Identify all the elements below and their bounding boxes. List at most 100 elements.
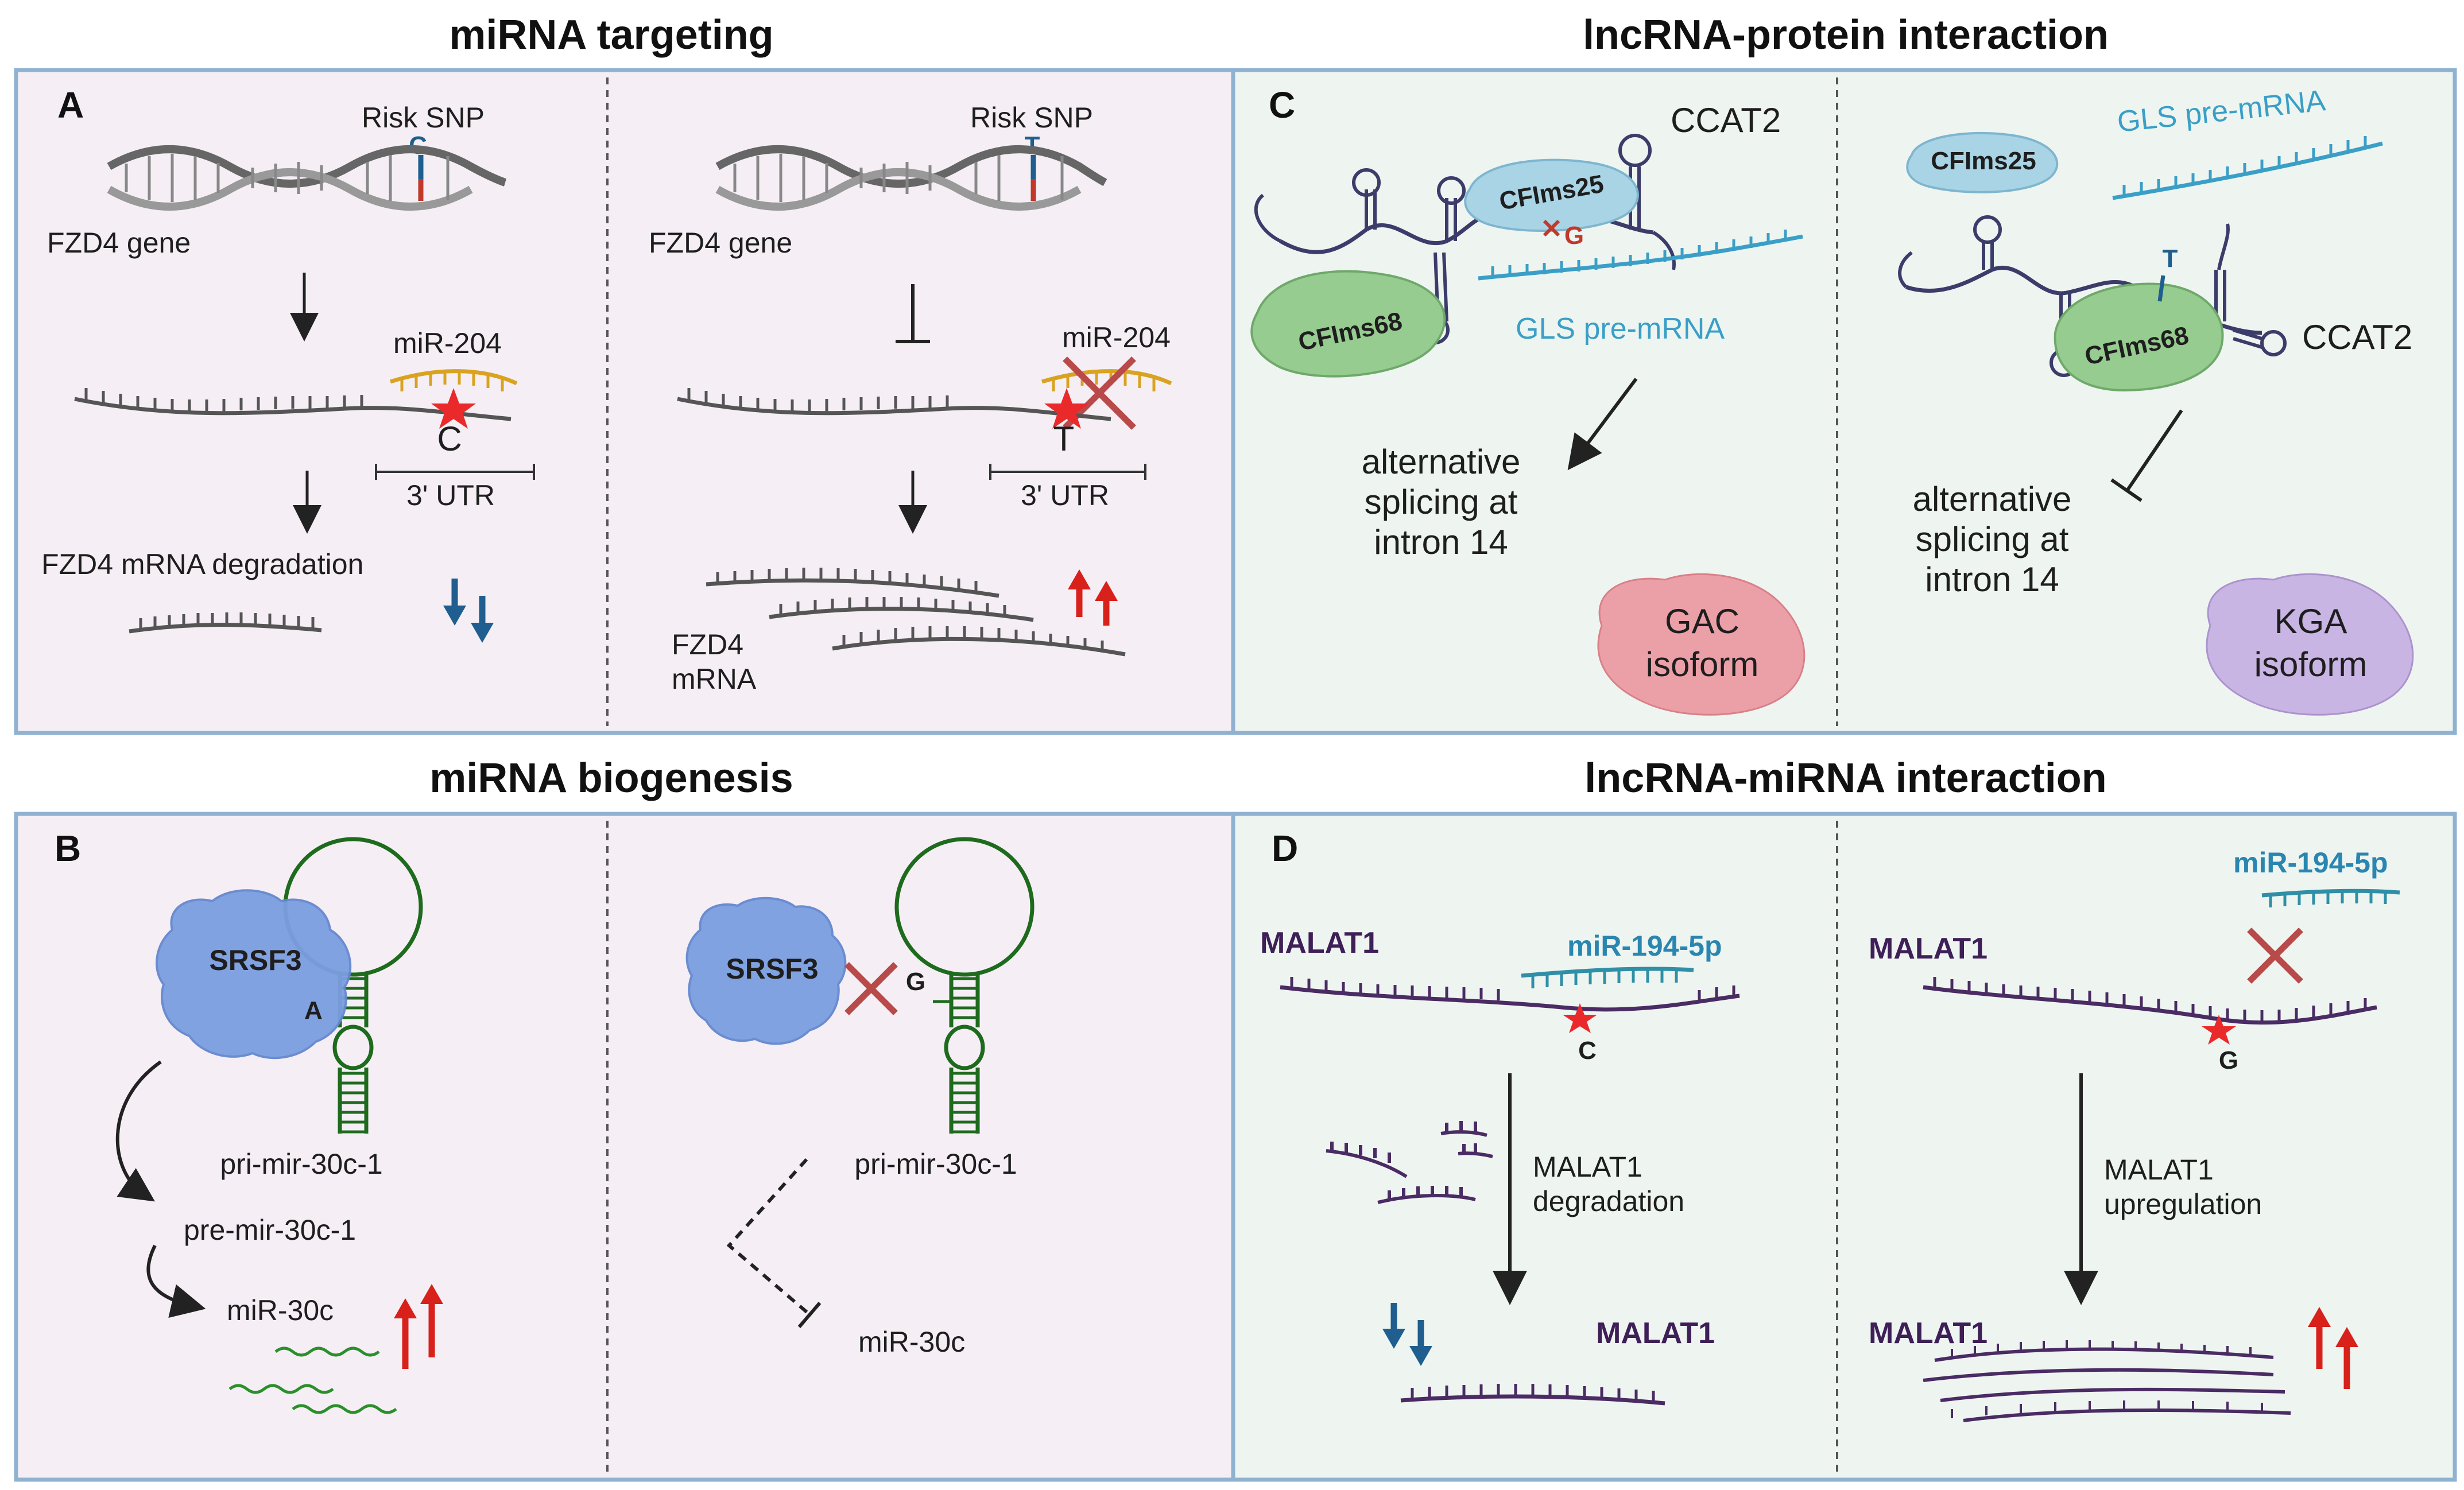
ccat2-label: CCAT2	[2302, 318, 2412, 356]
allele-letter: A	[304, 996, 323, 1025]
splicing-label: intron 14	[1374, 523, 1508, 561]
process-label: upregulation	[2104, 1188, 2262, 1220]
process-label: degradation	[1533, 1185, 1684, 1217]
mirna-strand	[1041, 369, 1172, 386]
gac-isoform-blob	[1597, 573, 1806, 716]
gac-isoform-label: GAC	[1665, 602, 1739, 641]
mirna-ticks	[400, 372, 504, 391]
panel-b-left: SRSF3 A pri-mir-30c-1 pre-mir-30c-1 miR-…	[115, 837, 443, 1414]
site-allele-label: T	[1053, 420, 1075, 458]
kga-isoform-label: KGA	[2275, 602, 2347, 641]
process-label: MALAT1	[2104, 1154, 2214, 1186]
fzd4-gene-label: FZD4 gene	[649, 227, 792, 259]
panel-letter-a: A	[57, 84, 84, 126]
gls-pre-mrna-label: GLS pre-mRNA	[1516, 312, 1725, 346]
snp-star-icon	[2202, 1015, 2236, 1045]
utr-bracket	[375, 464, 535, 480]
degraded-fragments	[1326, 1121, 1493, 1204]
gls-pre-mrna-ticks	[2122, 136, 2367, 196]
gls-pre-mrna	[1478, 234, 1803, 281]
mirna-strand	[1521, 967, 1694, 978]
title-mirna-biogenesis: miRNA biogenesis	[429, 755, 793, 801]
srsf3-protein	[156, 889, 352, 1060]
panel-letter-b: B	[55, 828, 81, 869]
down-arrows-icon	[443, 579, 494, 643]
fzd4-mrna-copies	[706, 568, 1126, 657]
snp-marker	[2157, 275, 2165, 302]
allele-letter: T	[2163, 245, 2178, 273]
panel-c-left: CCAT2 CFIms25 G CFIms68 GLS pre-mRNA alt…	[1250, 101, 1806, 716]
arrow-splicing	[1567, 378, 1638, 471]
kga-isoform-label: isoform	[2254, 645, 2368, 684]
panel-b-right: SRSF3 G pri-mir-30c-1 miR-30c	[685, 837, 1035, 1358]
malat1-label: MALAT1	[1869, 932, 1988, 965]
srsf3-label: SRSF3	[726, 953, 818, 985]
inhibition-icon	[896, 284, 930, 343]
snp-star-icon	[1563, 1003, 1597, 1033]
panel-d-box	[1231, 812, 2457, 1482]
mirna-label: miR-194-5p	[1567, 930, 1722, 962]
up-arrows-icon	[2308, 1307, 2358, 1389]
allele-letter: C	[1578, 1037, 1597, 1065]
malat1-label: MALAT1	[1260, 926, 1379, 960]
snp-star-icon	[431, 388, 476, 429]
malat1-copies	[1923, 1347, 2291, 1422]
ccat2-label: CCAT2	[1671, 101, 1781, 139]
hairpin-rungs	[340, 977, 366, 1134]
cfims25-label: CFIms25	[1931, 147, 2036, 175]
hairpin-rungs	[951, 977, 978, 1134]
arrow-curved	[146, 1244, 206, 1318]
block-cross-icon	[844, 962, 898, 1015]
panel-d-left: MALAT1 miR-194-5p C MALAT1 degradation M…	[1260, 926, 1740, 1406]
title-mirna-targeting: miRNA targeting	[449, 12, 773, 58]
mature-mirna-label: miR-30c	[858, 1326, 965, 1358]
panel-c-right: CFIms25 GLS pre-mRNA CFIms68 T CCAT2 alt…	[1898, 84, 2414, 716]
title-lncrna-protein: lncRNA-protein interaction	[1583, 12, 2109, 58]
gac-isoform-label: isoform	[1646, 645, 1759, 684]
up-arrows-icon	[394, 1284, 443, 1369]
pri-mirna-label: pri-mir-30c-1	[220, 1148, 382, 1180]
gls-pre-mrna-ticks	[1491, 230, 1787, 278]
title-lncrna-mirna: lncRNA-miRNA interaction	[1584, 755, 2106, 801]
up-arrows-icon	[1068, 569, 1118, 626]
inhibition-bar	[797, 1302, 822, 1328]
splicing-label: splicing at	[1916, 520, 2069, 558]
cfims25-protein	[1464, 158, 1639, 232]
splicing-label: alternative	[1362, 443, 1521, 481]
kga-isoform-blob	[2206, 573, 2414, 716]
cfims68-protein	[1250, 270, 1446, 378]
panel-d-right: miR-194-5p MALAT1 G MALAT1 upregulation …	[1869, 847, 2400, 1422]
panel-a-left: Risk SNP C FZD4 gene miR-204 C 3' UTR FZ…	[41, 102, 535, 643]
down-arrows-icon	[1382, 1303, 1432, 1366]
mirna-label: miR-194-5p	[2233, 847, 2388, 879]
process-label: MALAT1	[1533, 1151, 1642, 1183]
dna-helix-icon	[107, 145, 507, 211]
mirna-strand	[389, 369, 518, 386]
panel-letter-d: D	[1272, 828, 1298, 869]
fzd4-gene-label: FZD4 gene	[47, 227, 191, 259]
allele-letter: G	[906, 968, 925, 996]
malat1-result-label: MALAT1	[1596, 1317, 1715, 1350]
malat1-strand	[1400, 1394, 1665, 1406]
srsf3-protein	[685, 897, 847, 1045]
allele-cross-icon	[1543, 219, 1560, 237]
malat1-ticks	[1933, 977, 2367, 1022]
panel-a-right: Risk SNP T FZD4 gene miR-204 T 3' UTR	[649, 102, 1172, 695]
mature-mirna-label: miR-30c	[227, 1294, 334, 1326]
utr-bracket	[989, 464, 1146, 480]
malat1-result-label: MALAT1	[1869, 1317, 1988, 1350]
risk-snp-label: Risk SNP	[970, 102, 1093, 134]
cfims68-protein	[2054, 282, 2224, 392]
degraded-mrna	[129, 622, 322, 634]
utr-label: 3' UTR	[1021, 479, 1109, 511]
mirna-squiggles	[228, 1347, 397, 1414]
fzd4-mrna-ticks	[687, 388, 949, 412]
fzd4-mrna-label: mRNA	[672, 663, 757, 695]
malat1-ticks	[1290, 977, 1735, 1002]
fzd4-mrna-ticks	[84, 388, 363, 412]
splicing-label: intron 14	[1925, 560, 2059, 599]
inhibition-icon	[2110, 409, 2183, 502]
mirna-ticks	[2269, 891, 2387, 907]
malat1-ticks	[1411, 1384, 1655, 1402]
